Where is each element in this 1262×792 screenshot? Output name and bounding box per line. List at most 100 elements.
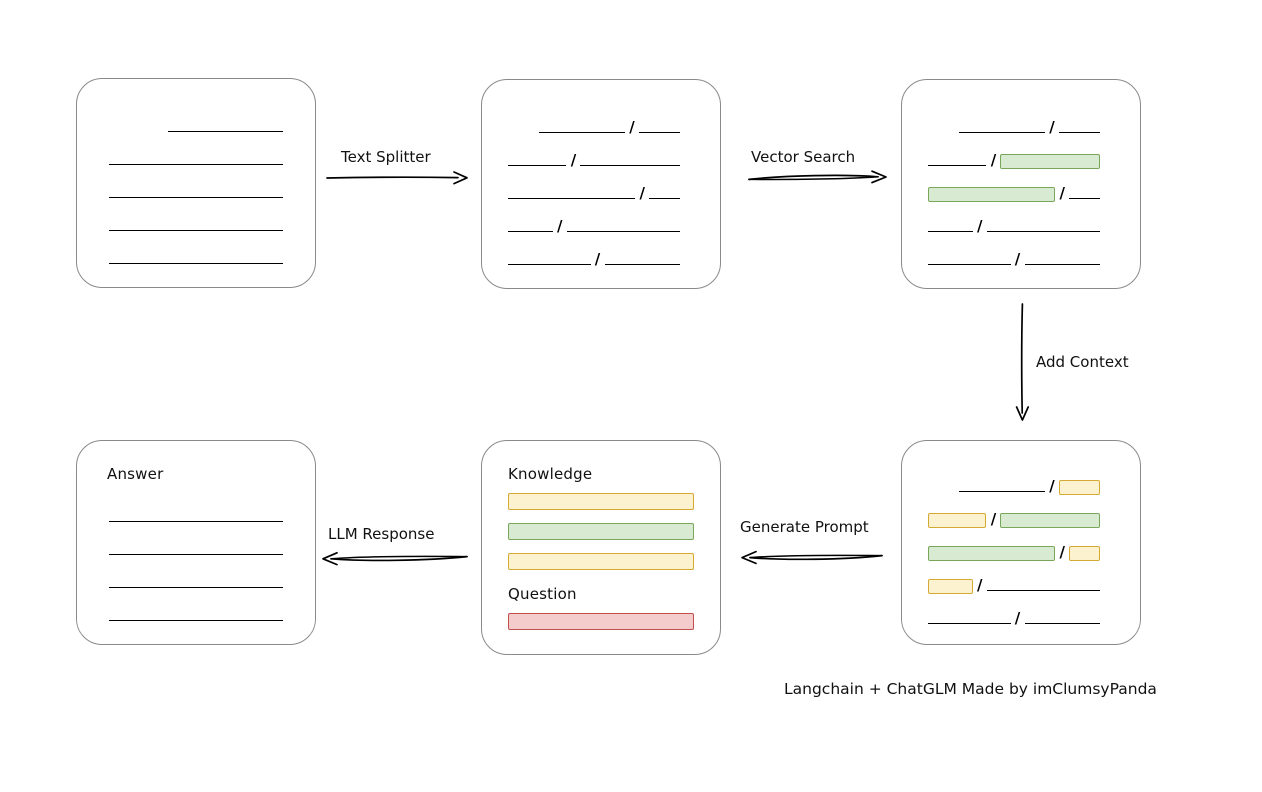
text-splitter-label: Text Splitter bbox=[341, 148, 431, 166]
knowledge-heading: Knowledge bbox=[508, 465, 593, 483]
chunk-separator-slash: / bbox=[594, 249, 601, 268]
knowledge-bar-yellow bbox=[508, 553, 694, 570]
text-line-segment bbox=[958, 479, 1045, 495]
document-line: / bbox=[928, 150, 1114, 169]
source-document-card[interactable] bbox=[76, 78, 316, 288]
text-line-segment bbox=[604, 252, 681, 268]
text-line-segment bbox=[958, 120, 1045, 136]
text-line-segment bbox=[109, 608, 283, 624]
document-line bbox=[109, 152, 283, 168]
answer-heading: Answer bbox=[107, 465, 164, 483]
document-line bbox=[109, 542, 283, 558]
context-document-card[interactable]: / / / / / bbox=[901, 440, 1141, 645]
text-line-segment bbox=[986, 578, 1101, 594]
document-line: / bbox=[508, 216, 694, 235]
chunk-separator-slash: / bbox=[1014, 608, 1021, 627]
highlight-chip-green bbox=[1000, 512, 1101, 528]
chunk-separator-slash: / bbox=[1049, 476, 1055, 495]
question-heading: Question bbox=[508, 585, 577, 603]
text-line-segment bbox=[109, 509, 283, 525]
highlight-chip-green bbox=[1000, 153, 1101, 169]
highlight-chip-yellow bbox=[928, 578, 973, 594]
vector-search-result-card[interactable]: / / / / / bbox=[901, 79, 1141, 289]
text-line-segment bbox=[649, 186, 681, 202]
add-context-label: Add Context bbox=[1036, 353, 1129, 371]
generate-prompt-arrow bbox=[739, 547, 883, 569]
text-line-segment bbox=[109, 185, 283, 201]
document-line: / bbox=[928, 183, 1114, 202]
chunk-separator-slash: / bbox=[1014, 249, 1021, 268]
highlight-chip-yellow bbox=[1069, 545, 1101, 561]
generated-prompt-card[interactable]: Knowledge Question bbox=[481, 440, 721, 655]
document-line: / bbox=[508, 150, 694, 169]
text-line-segment bbox=[580, 153, 680, 169]
question-bar-red bbox=[508, 613, 694, 630]
llm-response-label: LLM Response bbox=[328, 525, 435, 543]
knowledge-bar-green bbox=[508, 523, 694, 540]
text-line-segment bbox=[566, 219, 681, 235]
highlight-chip-green bbox=[928, 186, 1056, 202]
text-line-segment bbox=[1069, 186, 1101, 202]
chunk-separator-slash: / bbox=[990, 150, 997, 169]
context-document-lines: / / / / / bbox=[902, 441, 1140, 644]
text-line-segment bbox=[986, 219, 1101, 235]
chunk-separator-slash: / bbox=[1059, 183, 1065, 202]
text-line-segment bbox=[109, 251, 283, 267]
text-line-segment bbox=[109, 575, 283, 591]
footer-credit: Langchain + ChatGLM Made by imClumsyPand… bbox=[784, 680, 1157, 698]
chunk-separator-slash: / bbox=[1049, 117, 1055, 136]
generate-prompt-label: Generate Prompt bbox=[740, 518, 869, 536]
document-line: / bbox=[928, 509, 1114, 528]
text-line-segment bbox=[538, 120, 625, 136]
text-line-segment bbox=[1024, 252, 1101, 268]
document-line bbox=[109, 185, 283, 201]
vector-search-result-lines: / / / / / bbox=[902, 80, 1140, 288]
document-line bbox=[109, 119, 283, 135]
chunk-separator-slash: / bbox=[556, 216, 563, 235]
chunk-separator-slash: / bbox=[990, 509, 997, 528]
chunk-separator-slash: / bbox=[629, 117, 635, 136]
document-line: / bbox=[928, 249, 1114, 268]
document-line bbox=[109, 608, 283, 624]
chunk-separator-slash: / bbox=[570, 150, 577, 169]
text-splitter-arrow bbox=[326, 168, 470, 188]
text-line-segment bbox=[928, 252, 1011, 268]
chunk-separator-slash: / bbox=[639, 183, 645, 202]
text-line-segment bbox=[928, 219, 973, 235]
document-line: / bbox=[928, 476, 1114, 495]
document-line: / bbox=[928, 577, 1114, 594]
split-chunks-card[interactable]: / / / / / bbox=[481, 79, 721, 289]
text-line-segment bbox=[508, 153, 567, 169]
document-line bbox=[109, 251, 283, 267]
highlight-chip-green bbox=[928, 545, 1056, 561]
answer-lines bbox=[77, 441, 315, 644]
knowledge-bar-yellow bbox=[508, 493, 694, 510]
vector-search-arrow bbox=[748, 167, 888, 189]
document-line: / bbox=[508, 183, 694, 202]
document-line: / bbox=[508, 249, 694, 268]
llm-response-arrow bbox=[320, 548, 468, 570]
text-line-segment bbox=[109, 542, 283, 558]
document-line: / bbox=[928, 608, 1114, 627]
answer-card[interactable]: Answer bbox=[76, 440, 316, 645]
text-line-segment bbox=[1058, 120, 1101, 136]
vector-search-label: Vector Search bbox=[751, 148, 856, 166]
text-line-segment bbox=[928, 611, 1011, 627]
add-context-arrow bbox=[1012, 303, 1034, 421]
document-line: / bbox=[928, 544, 1114, 561]
document-line bbox=[109, 509, 283, 525]
split-chunks-lines: / / / / / bbox=[482, 80, 720, 288]
text-line-segment bbox=[508, 252, 591, 268]
document-line: / bbox=[928, 117, 1114, 136]
highlight-chip-yellow bbox=[928, 512, 987, 528]
document-line bbox=[109, 575, 283, 591]
text-line-segment bbox=[168, 119, 283, 135]
document-line: / bbox=[508, 117, 694, 136]
text-line-segment bbox=[109, 152, 283, 168]
text-line-segment bbox=[928, 153, 987, 169]
text-line-segment bbox=[109, 218, 283, 234]
chunk-separator-slash: / bbox=[976, 216, 983, 235]
document-line bbox=[109, 218, 283, 234]
source-document-lines bbox=[77, 79, 315, 287]
